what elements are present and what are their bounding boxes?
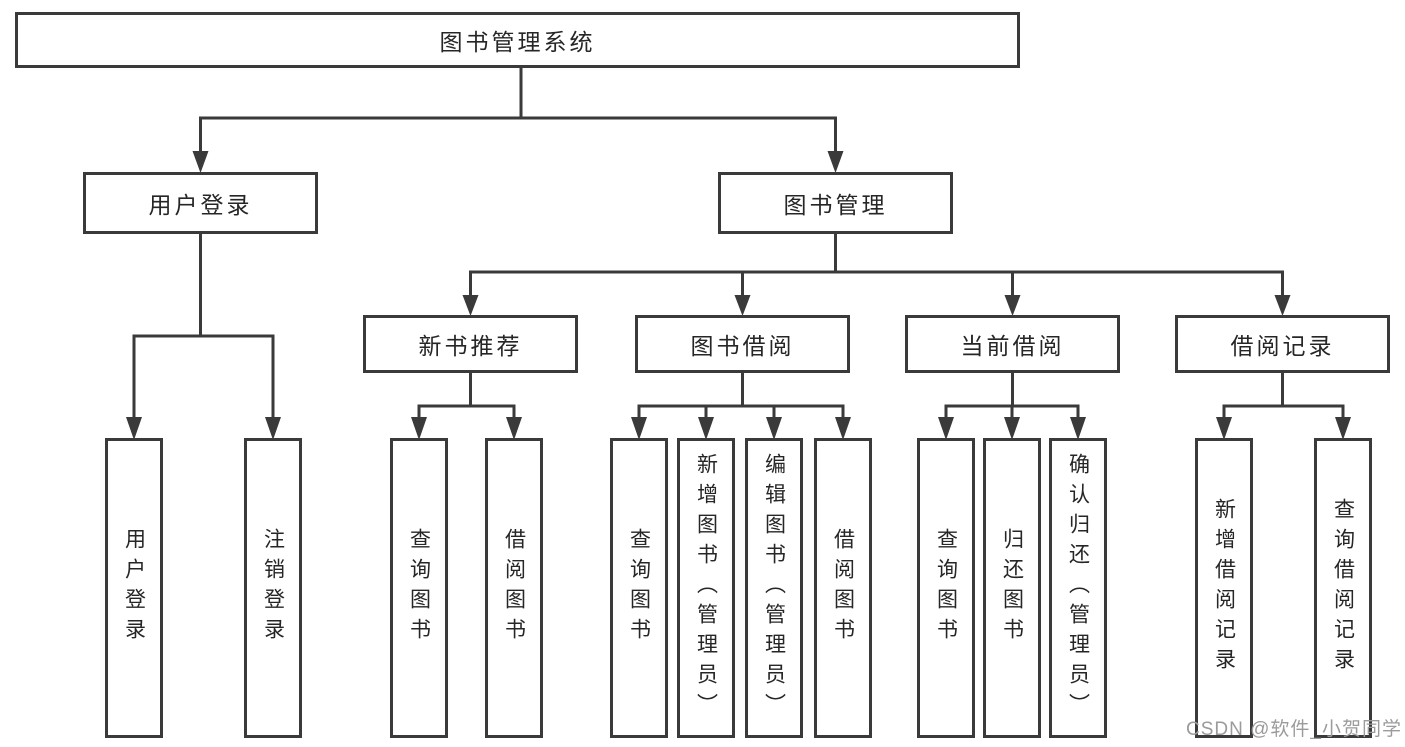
leaf-query-books-recommend: 查询图书 (390, 438, 448, 738)
leaf-borrow-books-recommend: 借阅图书 (485, 438, 543, 738)
leaf-label: 新增借阅记录 (1212, 498, 1236, 678)
leaf-label: 查询图书 (934, 528, 958, 648)
node-label: 图书管理系统 (439, 29, 596, 55)
node-user-login: 用户登录 (83, 172, 318, 234)
leaf-label: 查询图书 (407, 528, 431, 648)
node-label: 新书推荐 (418, 333, 523, 359)
node-label: 用户登录 (148, 192, 253, 218)
leaf-label: 借阅图书 (831, 528, 855, 648)
leaf-label: 用户登录 (122, 528, 146, 648)
leaf-label: 查询借阅记录 (1331, 498, 1355, 678)
leaf-confirm-return-admin: 确认归还（管理员） (1049, 438, 1107, 738)
node-new-book-recommend: 新书推荐 (363, 315, 578, 373)
arrowheads (126, 151, 1351, 440)
csdn-watermark: CSDN @软件_小贺同学 (1186, 719, 1402, 740)
leaf-label: 新增图书（管理员） (694, 453, 718, 723)
node-library-management-system: 图书管理系统 (15, 12, 1020, 68)
leaf-add-books-admin: 新增图书（管理员） (677, 438, 735, 738)
leaf-label: 归还图书 (1000, 528, 1024, 648)
node-label: 借阅记录 (1230, 333, 1335, 359)
leaf-return-books: 归还图书 (983, 438, 1041, 738)
node-current-borrowing: 当前借阅 (905, 315, 1120, 373)
node-book-borrowing: 图书借阅 (635, 315, 850, 373)
leaf-add-borrow-record: 新增借阅记录 (1195, 438, 1253, 738)
leaf-query-books-current: 查询图书 (917, 438, 975, 738)
node-borrowing-records: 借阅记录 (1175, 315, 1390, 373)
leaf-user-login: 用户登录 (105, 438, 163, 738)
node-label: 图书借阅 (690, 333, 795, 359)
node-label: 图书管理 (783, 192, 888, 218)
leaf-query-borrow-record: 查询借阅记录 (1314, 438, 1372, 738)
leaf-edit-books-admin: 编辑图书（管理员） (745, 438, 803, 738)
leaf-label: 查询图书 (627, 528, 651, 648)
leaf-label: 编辑图书（管理员） (762, 453, 786, 723)
leaf-label: 借阅图书 (502, 528, 526, 648)
node-label: 当前借阅 (960, 333, 1065, 359)
leaf-query-books-borrowing: 查询图书 (610, 438, 668, 738)
leaf-borrow-books: 借阅图书 (814, 438, 872, 738)
node-book-management: 图书管理 (718, 172, 953, 234)
leaf-label: 注销登录 (261, 528, 285, 648)
leaf-logout-login: 注销登录 (244, 438, 302, 738)
leaf-label: 确认归还（管理员） (1066, 453, 1090, 723)
